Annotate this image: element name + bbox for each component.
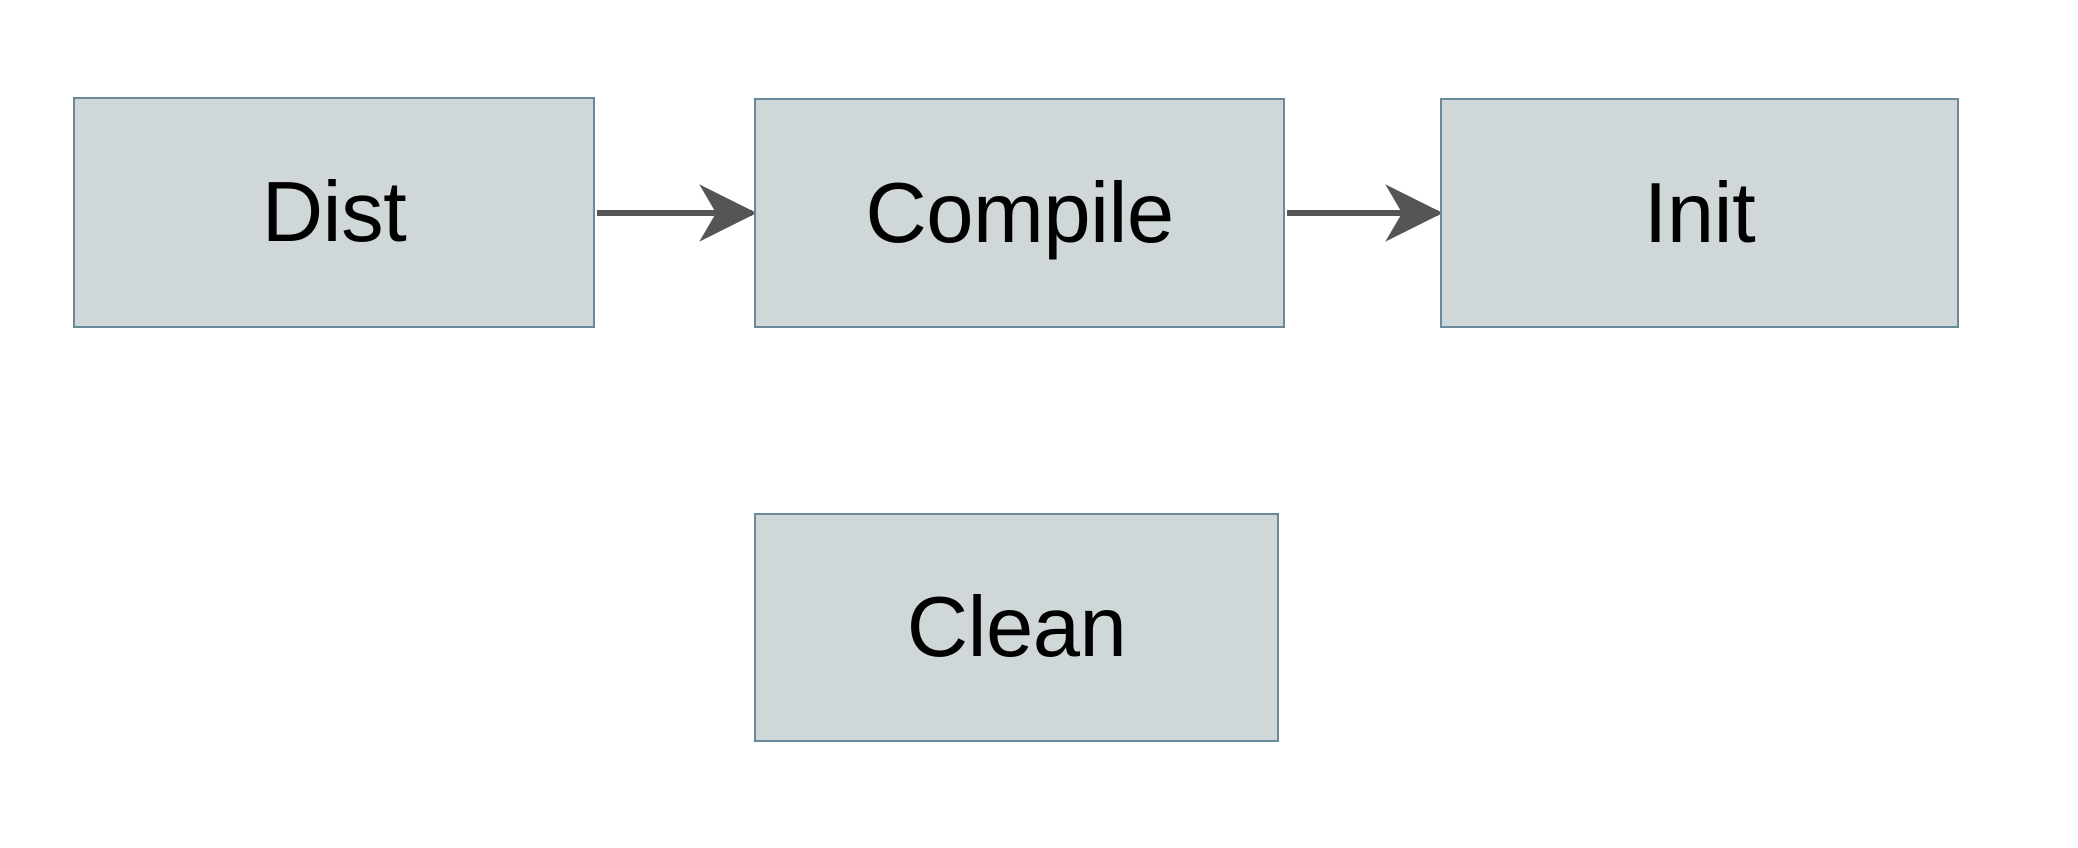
node-clean-label: Clean [906, 580, 1127, 675]
node-init-label: Init [1643, 165, 1756, 261]
node-dist[interactable]: Dist [73, 97, 595, 328]
node-clean[interactable]: Clean [754, 513, 1279, 742]
node-init[interactable]: Init [1440, 98, 1959, 328]
node-compile-label: Compile [865, 165, 1174, 261]
node-dist-label: Dist [261, 165, 407, 260]
node-compile[interactable]: Compile [754, 98, 1285, 328]
